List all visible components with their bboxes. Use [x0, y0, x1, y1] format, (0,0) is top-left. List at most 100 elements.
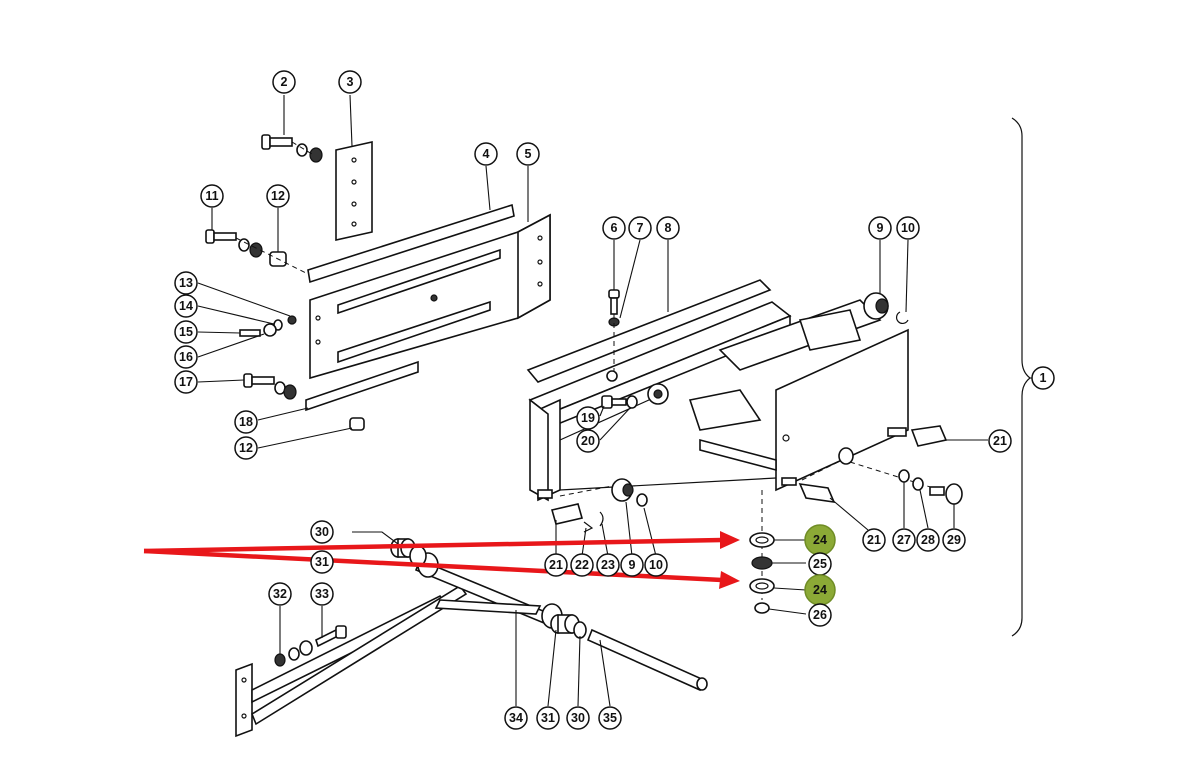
- callout-19: 19: [576, 406, 600, 430]
- callout-circle: [868, 216, 892, 240]
- callout-27: 27: [892, 528, 916, 552]
- callout-circle: [338, 70, 362, 94]
- callout-circle: [310, 582, 334, 606]
- callout-circle: [598, 706, 622, 730]
- callout-circle: [656, 216, 680, 240]
- callout-3: 3: [338, 70, 362, 94]
- callout-5: 5: [516, 142, 540, 166]
- callout-35: 35: [598, 706, 622, 730]
- callout-label: 16: [179, 350, 193, 364]
- callout-30: 30: [310, 520, 334, 544]
- callout-21: 21: [988, 429, 1012, 453]
- callout-label: 35: [603, 711, 617, 725]
- callout-circle: [576, 406, 600, 430]
- callout-label: 28: [921, 533, 935, 547]
- callout-circle: [504, 706, 528, 730]
- callout-label: 15: [179, 325, 193, 339]
- callout-label: 22: [575, 558, 589, 572]
- callout-29: 29: [942, 528, 966, 552]
- callout-circle: [174, 345, 198, 369]
- callout-label: 27: [897, 533, 911, 547]
- callout-10: 10: [644, 553, 668, 577]
- fasteners-32-33: [274, 606, 347, 667]
- callout-13: 13: [174, 271, 198, 295]
- callout-4: 4: [474, 142, 498, 166]
- callout-label: 8: [665, 221, 672, 235]
- callout-26: 26: [808, 603, 832, 627]
- callout-label: 12: [271, 189, 285, 203]
- callout-12: 12: [234, 436, 258, 460]
- callout-circle: [808, 603, 832, 627]
- callout-16: 16: [174, 345, 198, 369]
- callout-34: 34: [504, 706, 528, 730]
- bolt-19-assembly: [599, 395, 638, 441]
- callout-10: 10: [896, 216, 920, 240]
- callout-24-highlighted: 24: [804, 574, 836, 606]
- callout-label: 18: [239, 415, 253, 429]
- callout-label: 14: [179, 299, 193, 313]
- pins-21: [537, 425, 988, 556]
- callout-circle: [234, 436, 258, 460]
- callout-8: 8: [656, 216, 680, 240]
- fasteners-27-29: [801, 447, 963, 529]
- callout-label: 29: [947, 533, 961, 547]
- fasteners-13-16: [197, 282, 297, 358]
- callout-circle: [536, 706, 560, 730]
- callout-1: 1: [1031, 366, 1055, 390]
- callout-label: 17: [179, 375, 193, 389]
- rail-4: [307, 165, 515, 284]
- callout-label: 3: [347, 75, 354, 89]
- callout-28: 28: [916, 528, 940, 552]
- callout-label: 20: [581, 434, 595, 448]
- callout-21: 21: [544, 553, 568, 577]
- callout-label: 23: [601, 558, 615, 572]
- callout-label: 5: [525, 147, 532, 161]
- plate-3: [335, 94, 373, 241]
- callout-label: 31: [315, 555, 329, 569]
- callout-circle: [174, 320, 198, 344]
- callout-9: 9: [620, 553, 644, 577]
- callout-circle: [628, 216, 652, 240]
- callout-label: 30: [571, 711, 585, 725]
- callout-label: 34: [509, 711, 523, 725]
- callout-label: 13: [179, 276, 193, 290]
- callout-circle: [268, 582, 292, 606]
- callout-9: 9: [868, 216, 892, 240]
- callout-circle: [916, 528, 940, 552]
- bolt-6-assembly: [608, 239, 641, 372]
- callout-31: 31: [310, 550, 334, 574]
- callout-label: 26: [813, 608, 827, 622]
- washer-stack-24-26: [749, 490, 807, 615]
- callout-circle: [200, 184, 224, 208]
- callout-label: 10: [901, 221, 915, 235]
- red-arrows: [143, 531, 740, 589]
- callout-circle: [896, 216, 920, 240]
- callout-label: 31: [541, 711, 555, 725]
- callout-25: 25: [808, 552, 832, 576]
- callout-label: 25: [813, 557, 827, 571]
- callout-32: 32: [268, 582, 292, 606]
- housing-5: [309, 166, 551, 380]
- callout-12: 12: [266, 184, 290, 208]
- callout-label: 24: [813, 583, 827, 597]
- callout-circle: [570, 553, 594, 577]
- bolt-2-assembly: [261, 95, 323, 163]
- callout-circle: [862, 528, 886, 552]
- callout-circle: [266, 184, 290, 208]
- callout-circle: [602, 216, 626, 240]
- callout-15: 15: [174, 320, 198, 344]
- callout-label: 4: [483, 147, 490, 161]
- callout-label: 12: [239, 441, 253, 455]
- callout-label: 2: [281, 75, 288, 89]
- callout-circle: [516, 142, 540, 166]
- callout-circle: [174, 370, 198, 394]
- callout-label: 9: [629, 558, 636, 572]
- callout-7: 7: [628, 216, 652, 240]
- callout-circle: [620, 553, 644, 577]
- bolt-17-assembly: [197, 360, 419, 449]
- callout-23: 23: [596, 553, 620, 577]
- callout-label: 1: [1040, 371, 1047, 385]
- callout-20: 20: [576, 429, 600, 453]
- callout-circle: [544, 553, 568, 577]
